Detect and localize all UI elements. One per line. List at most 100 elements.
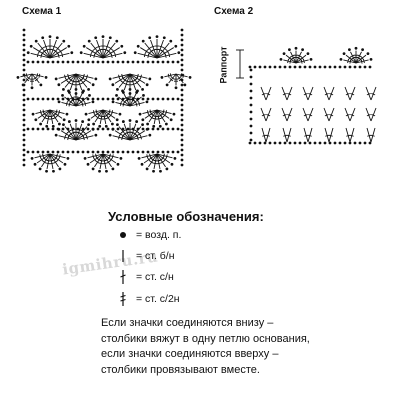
stitch-mark (370, 107, 377, 122)
chain-dot (51, 60, 55, 64)
chain-dot (22, 158, 26, 162)
chain-dot (41, 36, 45, 40)
rapport-label: Раппорт (218, 46, 229, 84)
stitch-mark (99, 109, 104, 125)
stitch-mark (265, 127, 271, 143)
stitch-mark (286, 86, 293, 101)
chain-dot (140, 162, 144, 166)
stitch-tick (350, 54, 355, 58)
chain-dot (249, 82, 253, 86)
chain-dot (151, 60, 155, 64)
stitch-tick (111, 110, 114, 115)
stitch-mark (156, 47, 174, 59)
chain-dot (116, 97, 120, 101)
stitch-tick (135, 80, 139, 85)
stitch-tick (156, 117, 161, 120)
stitch-mark (328, 107, 335, 122)
chain-dot (180, 148, 184, 152)
chain-dot (170, 162, 174, 166)
stitch-tick (288, 56, 292, 60)
chain-dot (106, 150, 110, 154)
chain-dot (180, 153, 184, 157)
chain-dot (22, 128, 26, 132)
stitch-mark (49, 42, 63, 59)
stitch-mark (75, 73, 88, 88)
chain-dot (22, 48, 26, 52)
stitch-tick (106, 160, 111, 164)
stitch-tick (350, 93, 355, 96)
stitch-mark (140, 47, 158, 59)
chain-dot (115, 39, 119, 43)
stitch-mark (30, 52, 51, 59)
chain-dot (86, 127, 90, 131)
chain-dot (180, 58, 184, 62)
stitch-mark (295, 54, 307, 64)
chain-dot (22, 133, 26, 137)
chain-dot (368, 65, 372, 69)
stitch-tick (162, 46, 167, 51)
chain-dot (84, 112, 88, 116)
stitch-mark (102, 39, 110, 59)
chain-dot (263, 65, 267, 69)
stitch-mark (295, 59, 309, 64)
stitch-tick (367, 134, 372, 137)
stitch-tick (99, 117, 104, 120)
chain-dot (116, 127, 120, 131)
stitch-tick (46, 162, 51, 165)
note-line: столбики вяжут в одну петлю основания, (101, 332, 310, 345)
stitch-tick (371, 93, 376, 96)
chain-dot (151, 97, 155, 101)
stitch-mark (129, 102, 145, 107)
chain-dot (61, 97, 65, 101)
stitch-mark (46, 153, 51, 170)
chain-dot (51, 97, 55, 101)
chain-dot (30, 86, 34, 90)
chain-dot (46, 97, 50, 101)
chain-dot (156, 60, 160, 64)
chain-dot (21, 83, 25, 87)
chain-dot (111, 127, 115, 131)
chain-dot (116, 162, 120, 166)
stitch-tick (114, 52, 117, 58)
stitch-tick (135, 102, 138, 107)
stitch-mark (49, 52, 70, 59)
chain-dot (31, 60, 35, 64)
stitch-mark (156, 109, 161, 125)
chain-dot (111, 83, 115, 87)
chain-dot (303, 65, 307, 69)
chain-dot (128, 87, 132, 91)
stitch-mark (75, 102, 91, 107)
stitch-mark (35, 109, 51, 114)
stitch-mark (144, 42, 158, 59)
stitch-mark (286, 107, 293, 122)
chain-dot (82, 44, 86, 48)
chain-dot (343, 141, 347, 145)
chain-dot (61, 60, 65, 64)
chain-dot (363, 141, 367, 145)
stitch-mark (75, 73, 83, 91)
chain-dot (348, 48, 351, 52)
chain-dot (180, 103, 184, 107)
chain-dot (138, 112, 142, 116)
chain-dot (180, 88, 184, 92)
chain-dot (166, 97, 170, 101)
chain-dot (353, 141, 357, 145)
stitch-tick (300, 56, 304, 60)
chain-dot (52, 169, 55, 173)
chain-dot (162, 36, 166, 40)
chain-dot (148, 77, 152, 81)
chain-dot (106, 60, 110, 64)
stitch-tick (165, 110, 168, 115)
stitch-mark (148, 109, 158, 123)
stitch-tick (43, 116, 47, 120)
stitch-mark (94, 153, 104, 168)
stitch-tick (33, 76, 38, 80)
chain-dot (176, 150, 180, 154)
chain-dot (22, 113, 26, 117)
stitch-tick (56, 153, 58, 158)
chain-dot (76, 60, 80, 64)
stitch-tick (324, 93, 329, 96)
chain-dot (98, 124, 102, 128)
stitch-mark (41, 153, 51, 168)
stitch-mark (355, 51, 362, 64)
